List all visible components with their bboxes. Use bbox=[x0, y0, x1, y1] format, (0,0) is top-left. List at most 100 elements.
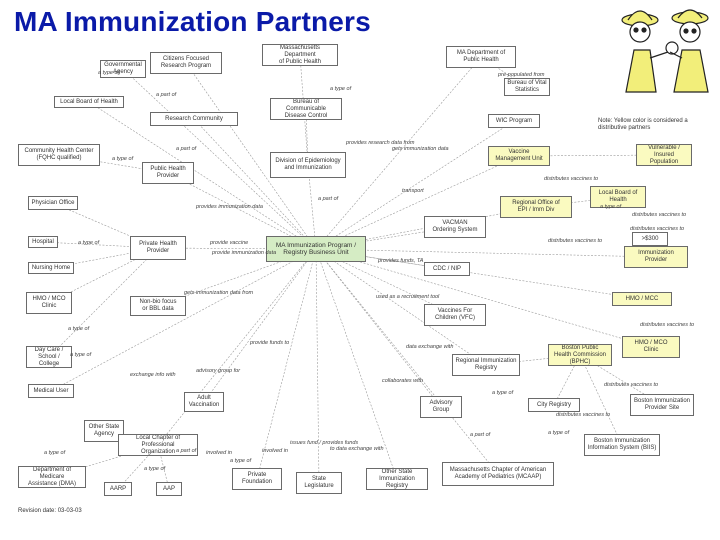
node-vulnerable: Vulnerable / Insured Population bbox=[636, 144, 692, 166]
edge-label: a type of bbox=[98, 70, 120, 76]
node-bis: Boston Immunization Information System (… bbox=[584, 434, 660, 456]
connector-line bbox=[315, 248, 643, 300]
edge-label: a type of bbox=[144, 466, 166, 472]
node-legislature: State Legislature bbox=[296, 472, 342, 494]
node-nursing: Nursing Home bbox=[28, 262, 74, 274]
node-citizens: Citizens Focused Research Program bbox=[150, 52, 222, 74]
node-bphc: Boston Public Health Commission (BPHC) bbox=[548, 344, 612, 366]
node-php: Private Health Provider bbox=[130, 236, 186, 260]
node-regional: Regional Office of EPI / Imm Div bbox=[500, 196, 572, 218]
edge-label: gets immunization data bbox=[392, 146, 449, 152]
edge-label: a type of bbox=[68, 326, 90, 332]
edge-label: a part of bbox=[176, 448, 197, 454]
edge-label: a type of bbox=[70, 352, 92, 358]
edge-label: exchange info with bbox=[130, 372, 176, 378]
edge-label: distributes vaccines to bbox=[640, 322, 695, 328]
edge-label: distributes vaccines to bbox=[548, 238, 603, 244]
node-osir: Other State Immunization Registry bbox=[366, 468, 428, 490]
node-nonbio: Non-bio focus or BBL data bbox=[130, 296, 186, 316]
connector-line bbox=[50, 248, 317, 392]
connector-line bbox=[579, 354, 623, 446]
edge-label: involved in bbox=[262, 448, 288, 454]
connector-line bbox=[157, 444, 170, 490]
node-vmu: Vaccine Management Unit bbox=[488, 146, 550, 166]
node-cdc: CDC / NIP bbox=[424, 262, 470, 276]
edge-label: advisory group for bbox=[196, 368, 241, 374]
connector-line bbox=[193, 118, 317, 250]
edge-label: used as a recruitment tool bbox=[376, 294, 440, 300]
node-medical: Medical User bbox=[28, 384, 74, 398]
edge-label: a part of bbox=[156, 92, 177, 98]
detective-left-icon bbox=[621, 10, 679, 93]
detective-right-icon bbox=[669, 9, 709, 93]
connector-line bbox=[315, 56, 482, 250]
node-advisory: Advisory Group bbox=[420, 396, 462, 418]
edge-label: collaborates with bbox=[382, 378, 423, 384]
edge-label: provide vaccine bbox=[210, 240, 249, 246]
connector-line bbox=[299, 54, 309, 166]
connector-line bbox=[185, 62, 317, 250]
edge-label: distributes vaccines to bbox=[632, 212, 687, 218]
node-vacman: VACMAN Ordering System bbox=[424, 216, 486, 238]
edge-label: a type of bbox=[230, 458, 252, 464]
edge-label: provide immunization data bbox=[212, 250, 277, 256]
node-gov: Governmental Agency bbox=[100, 60, 146, 78]
connector-line bbox=[122, 68, 317, 250]
node-research: Research Community bbox=[150, 112, 238, 126]
node-wic: WIC Program bbox=[488, 114, 540, 128]
node-center: MA Immunization Program / Registry Busin… bbox=[266, 236, 366, 262]
node-rir: Regional Immunization Registry bbox=[452, 354, 520, 376]
edge-label: data exchange with bbox=[406, 344, 454, 350]
node-vital: Bureau of Vital Statistics bbox=[504, 78, 550, 96]
connector-line bbox=[203, 248, 317, 403]
edge-label: distributes vaccines to bbox=[604, 382, 659, 388]
edge-label: involved in bbox=[206, 450, 232, 456]
connector-line bbox=[48, 247, 159, 358]
edge-label: provide funds to bbox=[250, 340, 290, 346]
node-hmoclinic: HMO / MCO Clinic bbox=[622, 336, 680, 358]
node-public: Public Health Provider bbox=[142, 162, 194, 184]
edge-label: pre-populated from bbox=[498, 72, 545, 78]
detectives-clipart bbox=[621, 9, 709, 93]
node-bcdc: Bureau of Communicable Disease Control bbox=[270, 98, 342, 120]
edge-label: provides immunization data bbox=[196, 204, 263, 210]
node-cityreg: City Registry bbox=[528, 398, 580, 412]
connector-line bbox=[315, 248, 487, 366]
connector-line bbox=[315, 120, 515, 250]
node-bips: Boston Immunization Provider Site bbox=[630, 394, 694, 416]
node-chc: Community Health Center (FQHC qualified) bbox=[18, 144, 100, 166]
edge-label: distributes vaccines to bbox=[630, 226, 685, 232]
node-physician: Physician Office bbox=[28, 196, 78, 210]
node-maaap: Massachusetts Chapter of American Academ… bbox=[442, 462, 554, 486]
node-aap: AAP bbox=[156, 482, 182, 496]
connector-line bbox=[315, 248, 652, 348]
node-madph2: MA Department of Public Health bbox=[446, 46, 516, 68]
edge-label: transport bbox=[402, 188, 424, 194]
edge-label: a type of bbox=[112, 156, 134, 162]
node-lboh: Local Board of Health bbox=[54, 96, 124, 108]
edge-label: a type of bbox=[492, 390, 514, 396]
node-s300: >$300 bbox=[632, 232, 668, 246]
node-vfc: Vaccines For Children (VFC) bbox=[424, 304, 486, 326]
connector-line bbox=[315, 248, 398, 480]
connector-line bbox=[256, 248, 317, 480]
edge-label: a type of bbox=[600, 204, 622, 210]
node-adult: Adult Vaccination bbox=[184, 392, 224, 412]
node-lboh2: Local Board of Health bbox=[590, 186, 646, 208]
page-title: MA Immunization Partners bbox=[14, 6, 371, 37]
connector-line bbox=[315, 248, 657, 258]
node-lcps: Local Chapter of Professional Organizati… bbox=[118, 434, 198, 456]
node-aarp: AARP bbox=[104, 482, 132, 496]
edge-label: a part of bbox=[470, 432, 491, 438]
node-immprov: Immunization Provider bbox=[624, 246, 688, 268]
edge-label: a type of bbox=[44, 450, 66, 456]
node-hmo: HMO / MCO Clinic bbox=[26, 292, 72, 314]
edge-label: a part of bbox=[176, 146, 197, 152]
edge-label: a type of bbox=[78, 240, 100, 246]
node-foundation: Private Foundation bbox=[232, 468, 282, 490]
connector-line bbox=[307, 164, 317, 250]
node-daycare: Day Care / School / College bbox=[26, 346, 72, 368]
revision-date: Revision date: 03-03-03 bbox=[18, 508, 82, 514]
node-madph: Massachusetts Department of Public Healt… bbox=[262, 44, 338, 66]
